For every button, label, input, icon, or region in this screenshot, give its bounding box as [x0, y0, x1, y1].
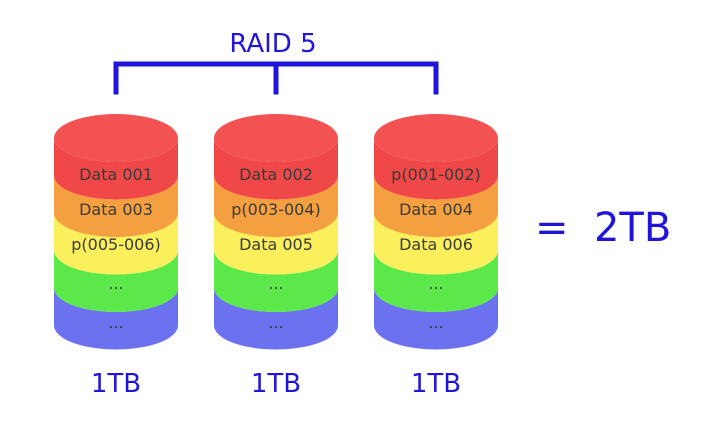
disk-segment — [214, 250, 338, 312]
disk-segment — [214, 138, 338, 200]
disk-segment — [54, 175, 178, 237]
disk-top-cap — [54, 114, 178, 162]
segment-label: ... — [108, 313, 123, 332]
segment-label: p(003-004) — [231, 200, 321, 219]
raid-title: RAID 5 — [229, 29, 316, 59]
segment-label: ... — [428, 274, 443, 293]
segment-label: Data 002 — [239, 165, 313, 184]
disk-segment — [374, 250, 498, 312]
disk-2: Data 002 p(003-004) Data 005...... 1TB — [214, 114, 338, 399]
disk-segment — [54, 250, 178, 312]
disk-segment — [54, 288, 178, 350]
disk-capacity: 1TB — [251, 369, 301, 399]
disk-segment — [54, 213, 178, 275]
segment-label: p(001-002) — [391, 165, 481, 184]
total-capacity: = 2TB — [535, 205, 671, 251]
disk-segment — [214, 288, 338, 350]
disk-segment — [214, 175, 338, 237]
disk-top-cap — [374, 114, 498, 162]
segment-label: ... — [108, 274, 123, 293]
disk-segment — [374, 175, 498, 237]
disk-segment — [54, 138, 178, 200]
raid-bracket — [113, 61, 439, 95]
disk-segment — [374, 288, 498, 350]
disk-segment — [374, 138, 498, 200]
disk-capacity: 1TB — [91, 369, 141, 399]
segment-label: ... — [268, 313, 283, 332]
segment-label: p(005-006) — [71, 235, 161, 254]
segment-label: Data 001 — [79, 165, 153, 184]
segment-label: ... — [268, 274, 283, 293]
segment-label: Data 003 — [79, 200, 153, 219]
disk-capacity: 1TB — [411, 369, 461, 399]
segment-label: Data 004 — [399, 200, 473, 219]
segment-label: Data 005 — [239, 235, 313, 254]
disk-top-cap — [214, 114, 338, 162]
disk-segment — [374, 213, 498, 275]
disk-segment — [214, 213, 338, 275]
segment-label: Data 006 — [399, 235, 473, 254]
segment-label: ... — [428, 313, 443, 332]
